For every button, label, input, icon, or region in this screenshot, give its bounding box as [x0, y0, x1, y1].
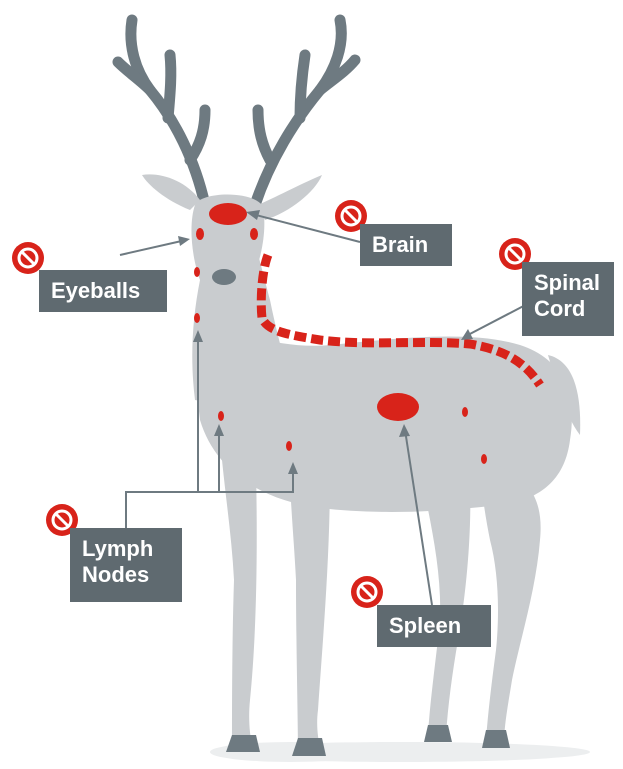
brain-label-text: Brain [372, 232, 440, 258]
lymph-node-marker [481, 454, 487, 464]
lymph-nodes-label-line2: Nodes [82, 562, 170, 588]
hind-leg-right [480, 460, 541, 740]
spinal-cord-label-line1: Spinal [534, 270, 602, 296]
lymph-node-marker [194, 313, 200, 323]
spleen-label: Spleen [377, 605, 491, 647]
deer-nose [212, 269, 236, 285]
eyeballs-pointer [120, 240, 186, 255]
lymph-node-marker [462, 407, 468, 417]
left-ear [142, 174, 200, 210]
spleen-marker [377, 393, 419, 421]
eyeball-right-marker [250, 228, 258, 240]
lymph-nodes-label: Lymph Nodes [70, 528, 182, 602]
eyeball-left-marker [196, 228, 204, 240]
lymph-node-marker [218, 411, 224, 421]
spinal-cord-label-line2: Cord [534, 296, 602, 322]
lymph-node-marker [194, 267, 200, 277]
front-leg-left [222, 460, 257, 745]
no-symbol-icon [350, 575, 384, 609]
eyeballs-label-text: Eyeballs [51, 278, 155, 304]
brain-label: Brain [360, 224, 452, 266]
spinal-cord-label: Spinal Cord [522, 262, 614, 336]
brain-marker [209, 203, 247, 225]
eyeballs-label: Eyeballs [39, 270, 167, 312]
spleen-label-text: Spleen [389, 613, 479, 639]
lymph-node-marker [286, 441, 292, 451]
lymph-nodes-label-line1: Lymph [82, 536, 170, 562]
front-leg-right [290, 470, 330, 748]
